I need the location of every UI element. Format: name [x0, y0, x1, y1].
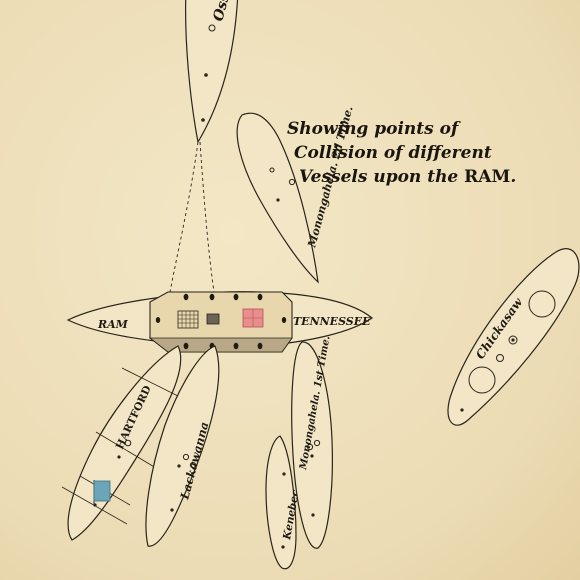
mast-dot-icon	[511, 338, 515, 342]
ram-gun-ports	[155, 293, 287, 350]
mast-dot-icon	[276, 198, 280, 202]
title-line-2: Collision of different	[294, 143, 492, 163]
vessel-ossipee: Oss	[185, 0, 239, 144]
mast-dot-icon	[201, 118, 205, 122]
title-line-1: Showing points of	[287, 119, 461, 139]
gun-port-icon	[508, 335, 518, 345]
tennessee-label: TENNESSEE	[293, 315, 371, 328]
mast-dot-icon	[460, 408, 464, 412]
title-line-3-suffix: .	[510, 167, 516, 187]
grating-hatch	[177, 310, 199, 329]
mast-dot-icon	[311, 513, 315, 517]
mast-dot-icon	[204, 73, 208, 77]
vessel-chickasaw: Chickasaw	[447, 248, 580, 426]
gun-port-icon	[208, 24, 216, 32]
diagram-title: Showing points of Collision of different…	[287, 119, 516, 187]
gun-port-icon	[124, 439, 132, 447]
mast-dot-icon	[310, 454, 314, 458]
gun-port-icon	[269, 167, 275, 173]
ram-label: RAM	[97, 318, 129, 331]
ossipee-course-right	[199, 141, 215, 293]
title-line-3: Vessels upon the RAM.	[299, 167, 516, 187]
mast-dot-icon	[177, 464, 181, 468]
gun-port-icon	[189, 461, 197, 469]
mast-dot-icon	[170, 508, 174, 512]
gun-port-icon	[306, 443, 314, 451]
gun-port-icon	[496, 354, 504, 362]
gun-port-icon	[182, 453, 190, 461]
mast-dot-icon	[93, 503, 97, 507]
vessel-kennebec: Kenebec	[265, 435, 302, 570]
turret-icon	[528, 290, 556, 318]
mast-dot-icon	[117, 455, 121, 459]
vessel-monongahela-1: Monongahela. 1st Time.	[291, 335, 333, 549]
title-ram-emphasis: RAM	[464, 167, 510, 187]
turret-icon	[468, 366, 496, 394]
smokestack	[206, 313, 220, 325]
gun-port-icon	[288, 178, 296, 186]
title-line-3-prefix: Vessels upon the	[299, 167, 464, 187]
mast-dot-icon	[281, 545, 285, 549]
ram-tennessee: RAM TENNESSEE	[66, 291, 373, 353]
ossipee-course-left	[169, 141, 199, 293]
mast-dot-icon	[282, 472, 286, 476]
flag-icon	[93, 480, 111, 504]
gun-port-icon	[313, 439, 321, 447]
